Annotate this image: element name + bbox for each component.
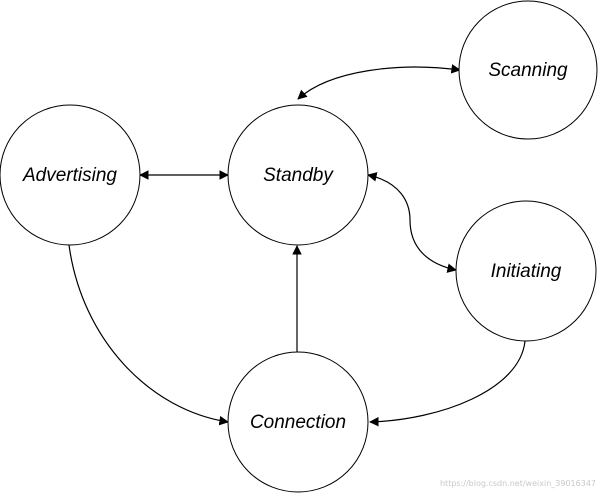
state-standby-label: Standby bbox=[263, 165, 334, 186]
state-connection-label: Connection bbox=[250, 412, 346, 433]
edge-initiating-connection bbox=[369, 340, 526, 427]
state-initiating-label: Initiating bbox=[491, 261, 562, 282]
state-advertising-label: Advertising bbox=[22, 165, 117, 186]
state-initiating: Initiating bbox=[455, 200, 597, 342]
state-advertising: Advertising bbox=[0, 104, 141, 246]
edge-standby-initiating bbox=[367, 172, 457, 273]
state-standby: Standby bbox=[227, 104, 369, 246]
state-connection: Connection bbox=[227, 351, 369, 493]
edge-standby-scanning bbox=[297, 64, 461, 100]
state-scanning: Scanning bbox=[458, 0, 598, 140]
state-scanning-label: Scanning bbox=[488, 60, 568, 81]
edge-advertising-connection bbox=[68, 244, 229, 426]
watermark-text: https://blog.csdn.net/weixin_39016347 bbox=[440, 479, 596, 488]
